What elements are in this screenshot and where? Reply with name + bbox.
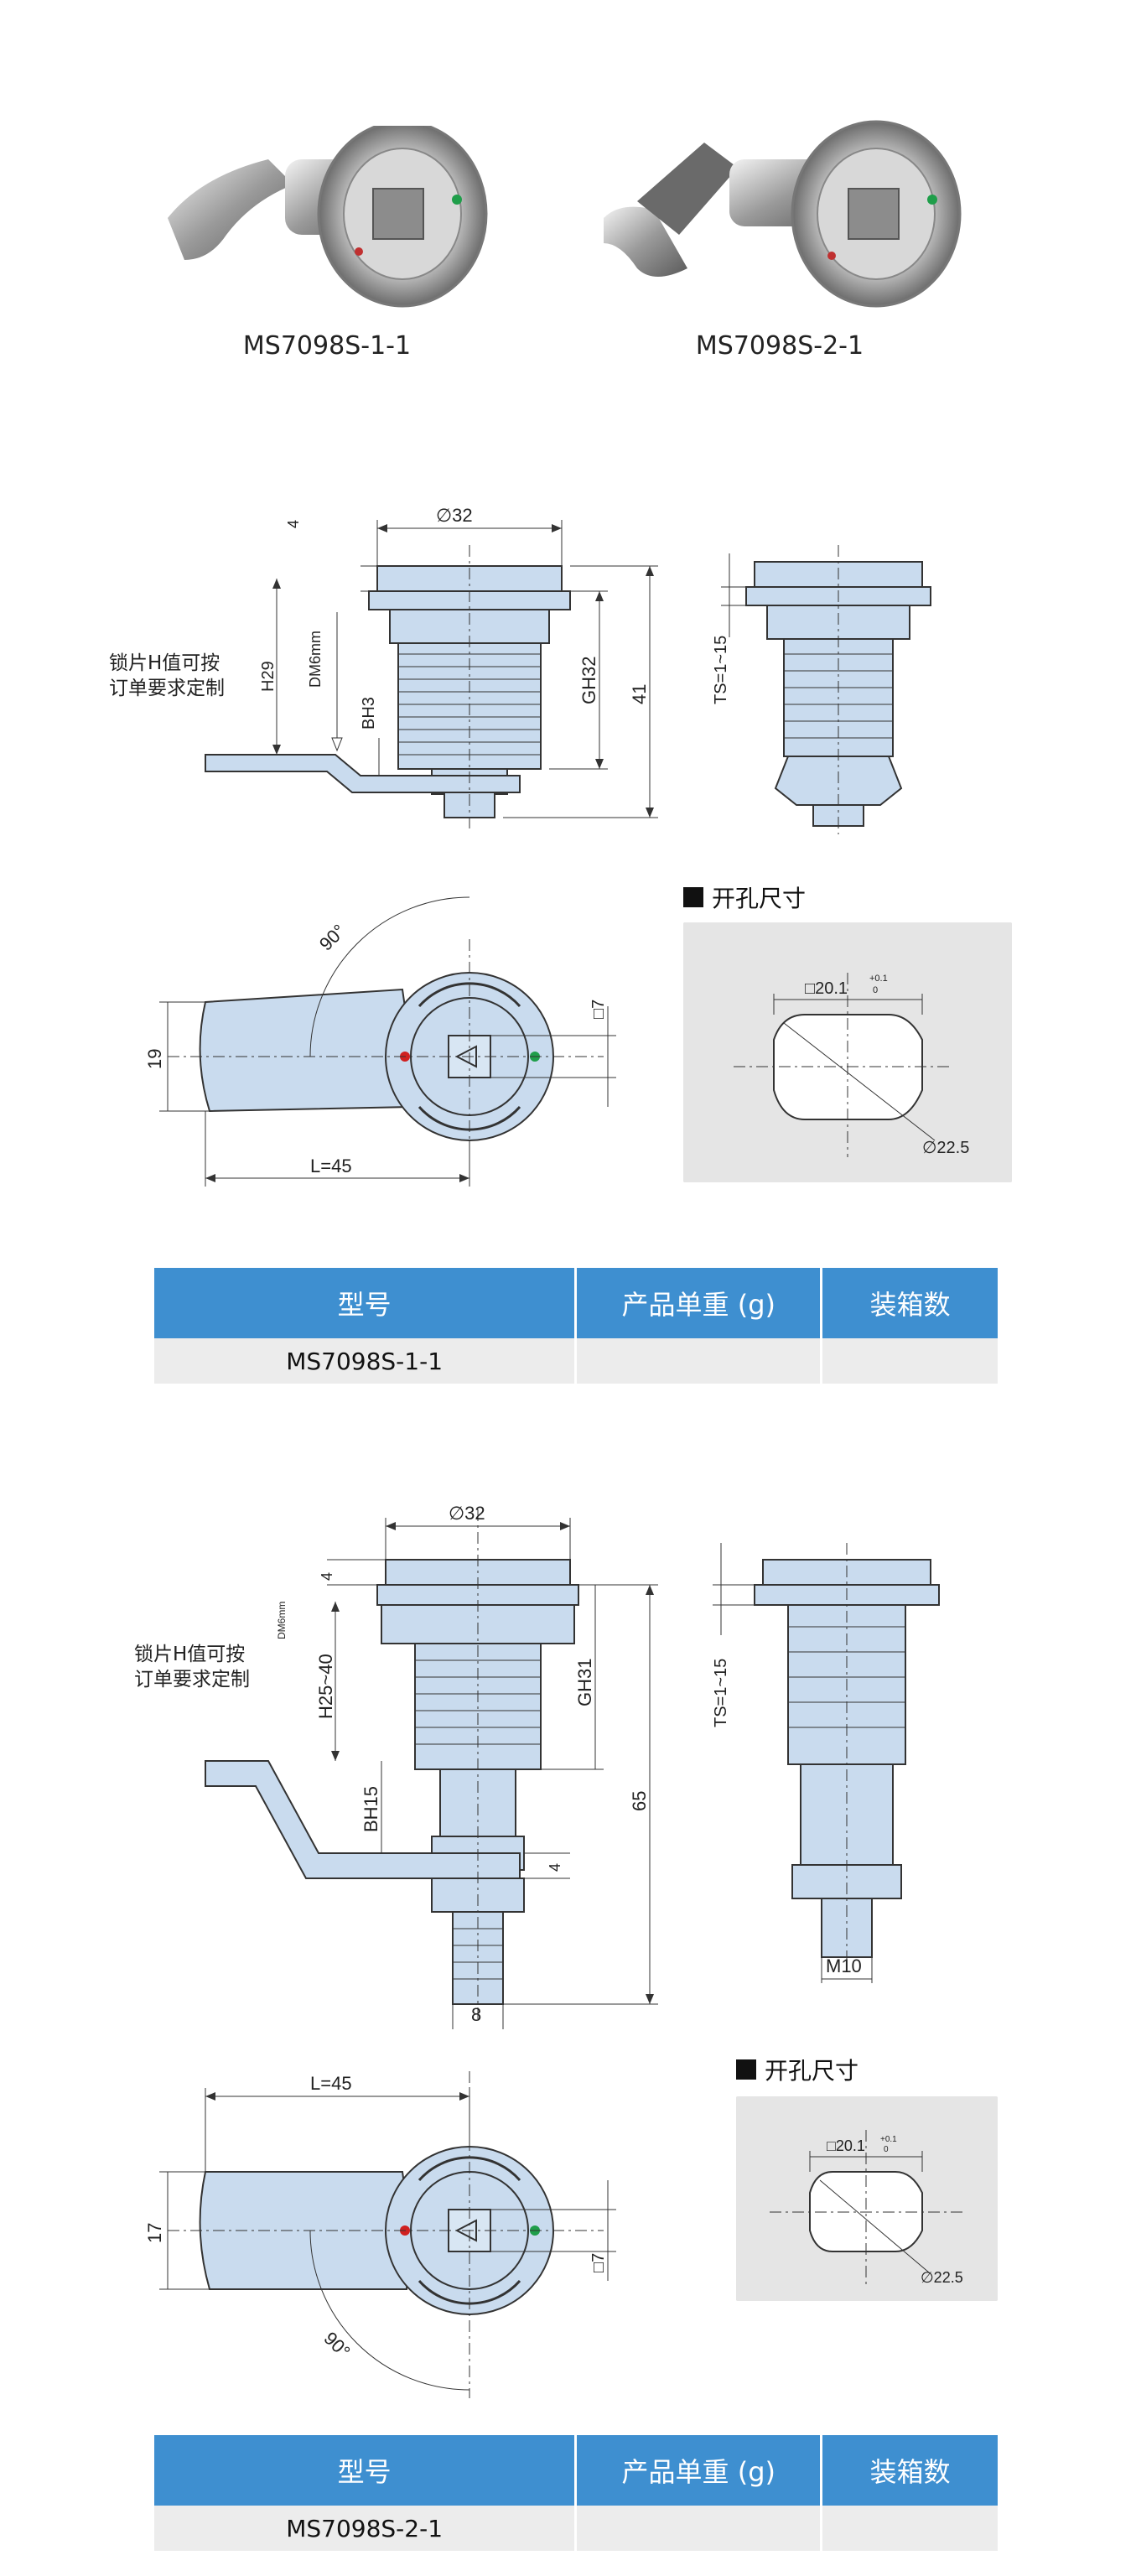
table2-cell-qty [821,2506,998,2551]
dim-angle-90: 90° [315,920,350,954]
table2-header-model: 型号 [154,2435,578,2506]
table2-header-weight: 产品单重 (g) [575,2435,823,2506]
dim2-65: 65 [629,1791,650,1811]
dim-sq7: □7 [589,1000,608,1019]
cutout2-square-dim: □20.1 [827,2137,865,2154]
dim2-ts: TS=1~15 [712,1659,730,1727]
product-caption-2: MS7098S-2-1 [695,331,864,361]
dim-h29: H29 [259,661,278,692]
dim2-bh15: BH15 [361,1786,381,1832]
spec-table-1: 型号 产品单重 (g) 装箱数 MS7098S-1-1 [154,1268,998,1384]
dim2-h: H25~40 [315,1654,336,1719]
cutout-square-dim: □20.1 [805,979,848,998]
product-photo-1 [168,126,488,308]
drawing-1-side-view-2: TS=1~15 [712,545,931,834]
dim-dia-32: ∅32 [436,505,473,526]
dim2-m10: M10 [826,1955,862,1976]
cutout-2-title: 开孔尺寸 [736,2053,858,2086]
note2-line-1: 锁片H值可按 [134,1644,246,1665]
dim-4: 4 [285,520,302,528]
table-cell-qty [821,1338,998,1384]
drawing-1-side-view: ∅32 4 DM6mm H29 BH3 GH32 41 [205,505,658,830]
dim2-l45: L=45 [310,2073,352,2094]
table-cell-model: MS7098S-1-1 [154,1338,578,1384]
table-row: MS7098S-2-1 [154,2506,998,2551]
table2-header-qty: 装箱数 [821,2435,998,2506]
dim2-dm6: DM6mm [276,1602,288,1639]
cutout-circle-dim: ∅22.5 [922,1139,969,1157]
cutout-1-diagram: □20.1 +0.1 0 ∅22.5 [683,922,1012,1182]
square-bullet-icon [683,887,703,907]
note2-line-2: 订单要求定制 [134,1669,250,1690]
cutout-2-diagram: □20.1 +0.1 0 ∅22.5 [736,2096,998,2301]
cutout2-tol-lower: 0 [884,2145,889,2154]
cutout-tol-upper: +0.1 [869,974,888,984]
square-bullet-icon [736,2059,756,2080]
cutout2-circle-dim: ∅22.5 [921,2269,963,2286]
note-line-1: 锁片H值可按 [109,652,220,674]
cutout-1-title: 开孔尺寸 [683,880,806,914]
product-caption-1: MS7098S-1-1 [242,331,412,361]
drawing-2-note: 锁片H值可按 订单要求定制 [134,1642,250,1692]
dim2-4b: 4 [547,1863,563,1872]
table-header-model: 型号 [154,1268,578,1338]
dim-l45: L=45 [310,1156,352,1176]
drawing-2-top-view: L=45 17 □7 90° [144,2071,616,2398]
note-line-2: 订单要求定制 [109,678,225,699]
dim2-4: 4 [319,1572,335,1581]
dim2-8: 8 [471,2004,481,2025]
table2-cell-model: MS7098S-2-1 [154,2506,578,2551]
dim-19: 19 [144,1049,165,1069]
table-header-weight: 产品单重 (g) [575,1268,823,1338]
table-cell-weight [575,1338,823,1384]
drawing-2-side-view-2: TS=1~15 M10 [712,1543,940,1983]
drawing-1-top-view: 90° 19 □7 L=45 [144,896,616,1187]
spec-table-2: 型号 产品单重 (g) 装箱数 MS7098S-2-1 [154,2435,998,2551]
table-header-qty: 装箱数 [821,1268,998,1338]
product-photo-2 [604,120,962,308]
dim2-gh31: GH31 [574,1659,595,1706]
drawing-2-side-view: ∅32 4 DM6mm H25~40 GH31 BH15 4 65 8 [205,1503,658,2029]
dim2-sq7: □7 [589,2253,608,2272]
cutout-tol-lower: 0 [873,985,878,995]
dim-gh32: GH32 [578,657,599,704]
dim2-angle-90: 90° [319,2328,354,2362]
dim-ts: TS=1~15 [712,636,730,704]
dim2-17: 17 [144,2223,165,2243]
dim-dm6: DM6mm [307,631,324,688]
dim-bh3: BH3 [360,697,378,730]
drawing-1-note: 锁片H值可按 订单要求定制 [109,651,225,701]
table-row: MS7098S-1-1 [154,1338,998,1384]
dim2-dia-32: ∅32 [449,1503,485,1524]
table2-cell-weight [575,2506,823,2551]
cutout2-tol-upper: +0.1 [880,2135,897,2144]
dim-41: 41 [629,684,650,704]
